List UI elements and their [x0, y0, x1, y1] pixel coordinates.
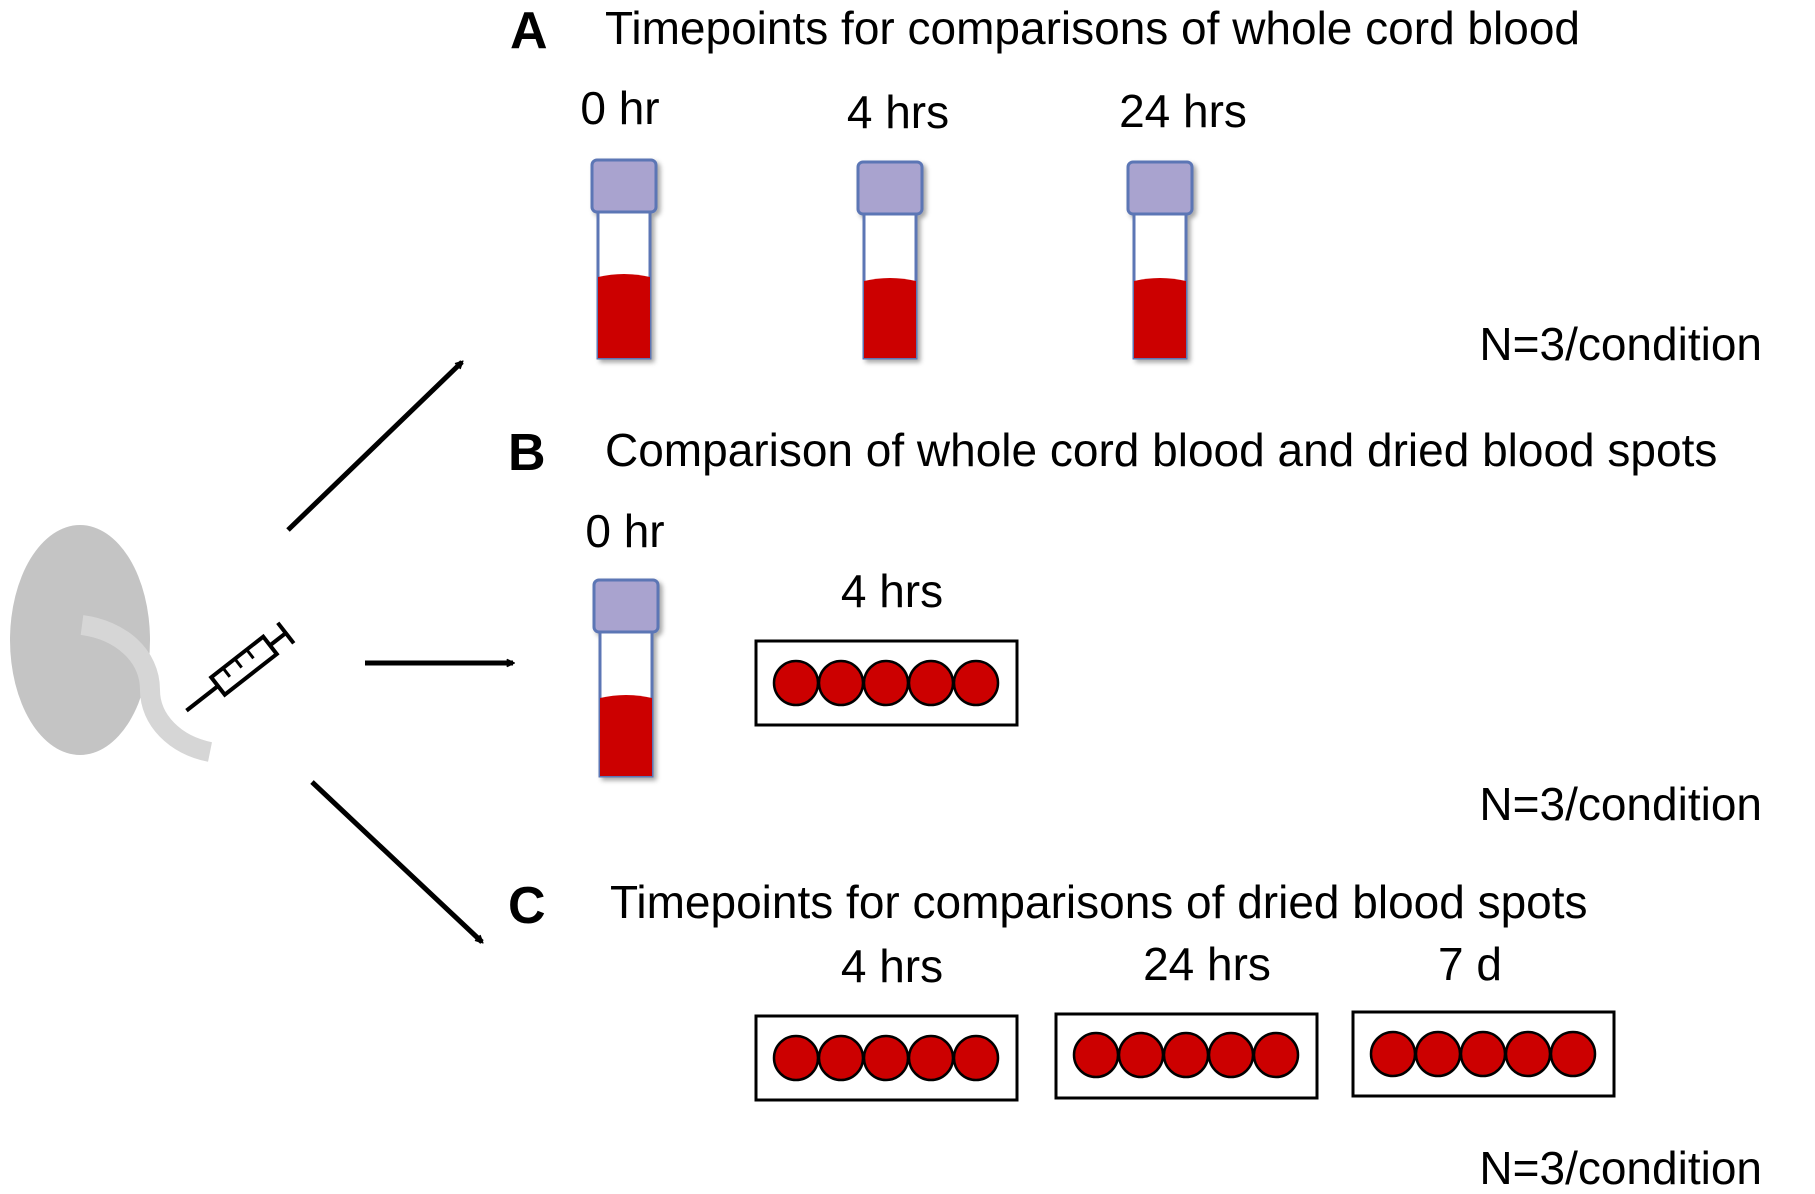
- panel-c-item-2-label: 24 hrs: [1143, 938, 1271, 990]
- blood-spot: [862, 1034, 910, 1082]
- panel-b-n-label: N=3/condition: [1479, 778, 1762, 830]
- blood-spot: [1207, 1031, 1255, 1079]
- blood-spot: [817, 1034, 865, 1082]
- panel-a: A Timepoints for comparisons of whole co…: [510, 2, 1762, 370]
- panel-a-letter: A: [510, 2, 548, 60]
- blood-spot: [952, 1034, 1000, 1082]
- panel-b-title: Comparison of whole cord blood and dried…: [605, 424, 1717, 476]
- blood-spot: [817, 659, 865, 707]
- blood-spot: [772, 1034, 820, 1082]
- panel-b-letter: B: [508, 424, 546, 482]
- blood-spot: [1162, 1031, 1210, 1079]
- blood-spot: [952, 659, 1000, 707]
- arrow-to-panel-c: [310, 780, 482, 942]
- panel-c: C Timepoints for comparisons of dried bl…: [508, 876, 1762, 1194]
- panel-c-n-label: N=3/condition: [1479, 1142, 1762, 1194]
- blood-spot: [1369, 1030, 1417, 1078]
- arrow-to-panel-a: [286, 362, 462, 532]
- blood-spot: [772, 659, 820, 707]
- dried-blood-spot-card: [754, 639, 1019, 727]
- placenta-icon: [10, 525, 213, 762]
- dried-blood-spot-card: [1351, 1010, 1616, 1098]
- blood-spot: [907, 1034, 955, 1082]
- panel-c-title: Timepoints for comparisons of dried bloo…: [610, 876, 1588, 928]
- blood-tube-icon: [856, 160, 924, 360]
- blood-spot: [1414, 1030, 1462, 1078]
- blood-spot: [1252, 1031, 1300, 1079]
- blood-tube-icon: [590, 158, 658, 360]
- panel-a-title: Timepoints for comparisons of whole cord…: [605, 2, 1580, 54]
- panel-c-item-1-label: 4 hrs: [841, 940, 943, 992]
- blood-spot: [1117, 1031, 1165, 1079]
- panel-b-item-2-label: 4 hrs: [841, 565, 943, 617]
- blood-spot: [1072, 1031, 1120, 1079]
- panel-a-item-2-label: 4 hrs: [847, 86, 949, 138]
- blood-spot: [907, 659, 955, 707]
- panel-c-item-3-label: 7 d: [1438, 938, 1502, 990]
- blood-spot: [1504, 1030, 1552, 1078]
- blood-spot: [862, 659, 910, 707]
- panel-b-item-1-label: 0 hr: [585, 505, 664, 557]
- panel-c-letter: C: [508, 877, 546, 935]
- panel-a-item-1-label: 0 hr: [580, 82, 659, 134]
- blood-spot: [1549, 1030, 1597, 1078]
- blood-tube-icon: [1126, 160, 1194, 360]
- syringe-icon: [185, 621, 296, 713]
- panel-a-item-3-label: 24 hrs: [1119, 85, 1247, 137]
- blood-spot: [1459, 1030, 1507, 1078]
- panel-b: B Comparison of whole cord blood and dri…: [508, 424, 1762, 830]
- blood-tube-icon: [592, 578, 660, 778]
- dried-blood-spot-card: [1054, 1012, 1319, 1100]
- panel-a-n-label: N=3/condition: [1479, 318, 1762, 370]
- dried-blood-spot-card: [754, 1014, 1019, 1102]
